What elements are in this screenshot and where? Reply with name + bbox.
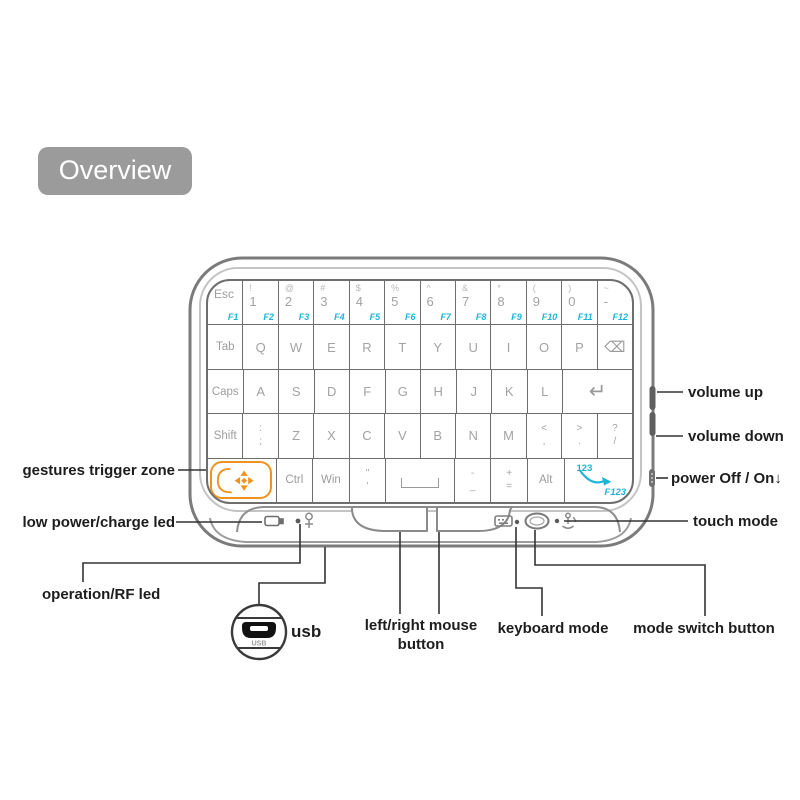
key-ctrl: Ctrl (275, 458, 313, 502)
battery-charge-icon (264, 515, 284, 527)
key-f: F (349, 369, 385, 414)
key-slash: ?/ (596, 414, 632, 458)
key-p: P (561, 325, 596, 369)
f123-toggle-arrow-icon (578, 469, 611, 486)
key-semicolon: :; (242, 414, 277, 458)
volume-down-button (649, 412, 656, 436)
key-o: O (525, 325, 561, 369)
key-caps: Caps (211, 385, 239, 398)
label-volume-down: volume down (688, 428, 784, 445)
key-t: T (384, 325, 419, 369)
rf-antenna-icon (305, 512, 313, 528)
key-n: N (454, 414, 490, 458)
key-enter: ↵ (562, 369, 632, 414)
key-s: S (278, 369, 314, 414)
key-w: W (277, 325, 313, 369)
label-usb: usb (291, 622, 322, 641)
key-tab: Tab (215, 341, 235, 354)
key-b: B (419, 414, 455, 458)
key-c: C (348, 414, 384, 458)
touch-mode-led (554, 518, 560, 524)
key-period: >. (561, 414, 596, 458)
label-operation-rf-led: operation/RF led (42, 586, 161, 603)
key-comma: <, (525, 414, 561, 458)
operation-rf-led (295, 518, 301, 524)
label-mode-switch-button: mode switch button (633, 620, 775, 637)
label-mouse-buttons: left/right mouse button (364, 617, 478, 653)
key-win: Win (312, 458, 349, 502)
keyboard-mode-led (514, 519, 520, 525)
key-d: D (313, 369, 350, 414)
key-j: J (455, 369, 492, 414)
gesture-dpad-icon (216, 467, 254, 493)
key-dash: -_ (453, 458, 491, 502)
key-l: L (526, 369, 563, 414)
right-mouse-button (436, 506, 513, 532)
key-r: R (348, 325, 384, 369)
volume-up-button (649, 386, 656, 410)
key-q: Q (242, 325, 277, 369)
keyboard-mode-icon (494, 515, 513, 527)
label-gestures-trigger-zone: gestures trigger zone (22, 462, 175, 479)
label-low-power-charge-led: low power/charge led (22, 514, 175, 531)
key-gesture-zone (208, 459, 276, 502)
key-quote: "' (348, 458, 386, 502)
left-mouse-button (351, 506, 428, 532)
label-volume-up: volume up (688, 384, 764, 401)
label-keyboard-mode: keyboard mode (497, 620, 609, 637)
key-x: X (313, 414, 348, 458)
key-backspace: ⌫ (596, 325, 632, 369)
overview-badge: Overview (38, 147, 192, 195)
key-y: Y (419, 325, 455, 369)
label-power: power Off / On↓ (671, 470, 782, 487)
key-m: M (490, 414, 525, 458)
power-button (649, 469, 655, 487)
label-touch-mode: touch mode (693, 513, 778, 530)
spacebar-glyph (401, 478, 440, 489)
key-h: H (420, 369, 456, 414)
key-v: V (384, 414, 419, 458)
usb-port: USB (230, 603, 288, 661)
usb-port-label: USB (252, 641, 267, 648)
key-a: A (242, 369, 279, 414)
key-g: G (384, 369, 421, 414)
key-z: Z (277, 414, 313, 458)
key-alt: Alt (526, 458, 564, 502)
mode-switch-button (524, 512, 550, 530)
key-equals: += (490, 458, 527, 502)
key-e: E (313, 325, 348, 369)
key-shift: Shift (213, 429, 237, 442)
key-i: I (490, 325, 525, 369)
key-k: K (491, 369, 527, 414)
key-u: U (454, 325, 490, 369)
key-minus-tilde: ~-F12 (596, 281, 632, 325)
key-space (385, 458, 454, 502)
